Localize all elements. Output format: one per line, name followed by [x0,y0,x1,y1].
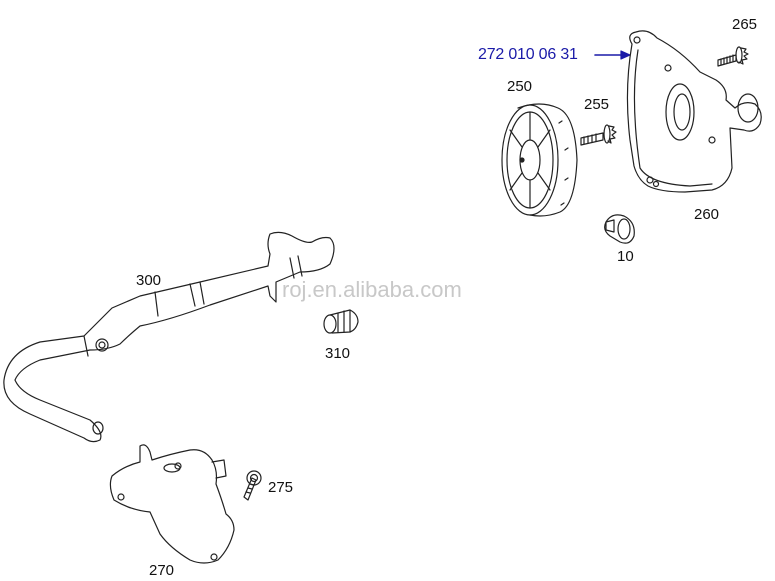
callout-10: 10 [617,248,634,265]
watermark-text: roj.en.alibaba.com [282,277,462,302]
cover-260-drawing [627,31,761,192]
clip-10-drawing [605,215,635,243]
callout-arrow [595,51,630,59]
housing-270-drawing [110,445,234,563]
bolt-265-drawing [718,47,748,66]
callout-265: 265 [732,16,758,33]
callout-275: 275 [268,479,294,496]
callout-255: 255 [584,96,610,113]
callout-310: 310 [325,345,351,362]
callout-260: 260 [694,206,720,223]
connector-310-drawing [324,310,358,333]
callout-250: 250 [507,78,533,95]
callout-270: 270 [149,562,175,579]
hose-300-drawing [4,232,334,441]
pulley-250-drawing [502,104,577,216]
bolt-255-drawing [581,125,616,145]
highlighted-part-number: 272 010 06 31 [478,46,578,63]
bolt-275-drawing [244,471,261,500]
callout-300: 300 [136,272,162,289]
